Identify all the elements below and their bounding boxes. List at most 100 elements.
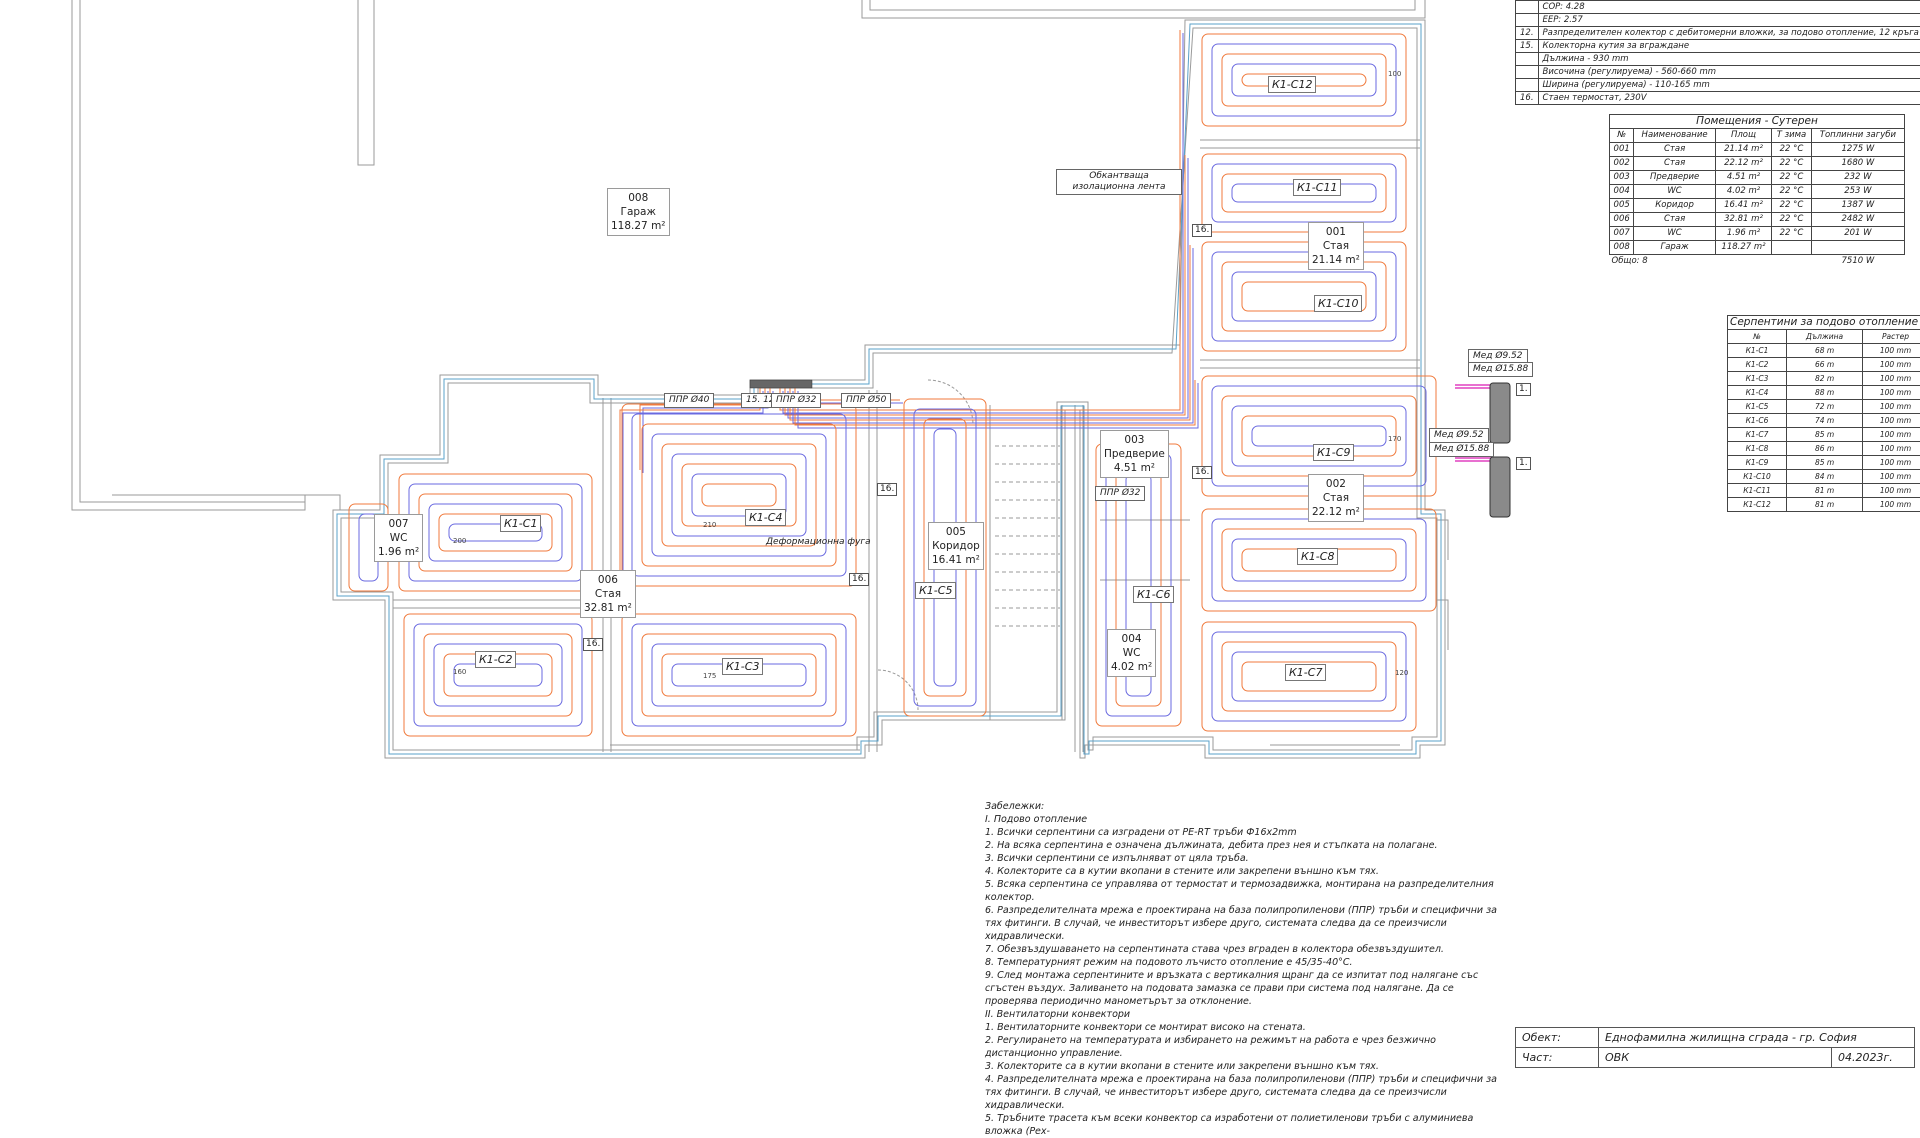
partition — [1075, 405, 1083, 752]
room-name: Стая — [1312, 491, 1360, 505]
equipment-no: 15. — [1516, 40, 1539, 53]
table-cell: 004 — [1610, 185, 1634, 199]
pipe-label-ppr50: ППР Ø50 — [841, 393, 891, 408]
equipment-no: 12. — [1516, 27, 1539, 40]
table-cell: 100 mm — [1863, 428, 1920, 442]
partition — [393, 600, 603, 608]
table-cell: 22 °C — [1772, 227, 1812, 241]
coil-tag-c2: К1-С2 — [475, 651, 516, 668]
equipment-text: Колекторна кутия за вграждане — [1538, 40, 1920, 53]
coil-loop — [414, 624, 582, 726]
drawing-stage: 008 Гараж 118.27 m² 001 Стая 21.14 m² 00… — [0, 0, 1920, 1080]
equipment-text: Стаен термостат, 230V — [1538, 92, 1920, 105]
room-name: Коридор — [932, 539, 980, 553]
equipment-no — [1516, 14, 1539, 27]
room-area: 22.12 m² — [1312, 505, 1360, 519]
note-line: 6. Разпределителната мрежа е проектирана… — [985, 904, 1505, 943]
equipment-text: Височина (регулируема) - 560-660 mm — [1538, 66, 1920, 79]
note-line: 4. Колекторите са в кутии вкопани в стен… — [985, 865, 1505, 878]
table-cell: К1-С9 — [1728, 456, 1787, 470]
table-cell: 002 — [1610, 157, 1634, 171]
thermostat-ref: 16. — [1192, 466, 1212, 479]
heating-coils — [349, 34, 1436, 736]
table-cell: Стая — [1634, 213, 1715, 227]
room-name: Предверие — [1104, 447, 1165, 461]
coil-tag-c7: К1-С7 — [1285, 664, 1326, 681]
table-cell: К1-С10 — [1728, 470, 1787, 484]
table-cell: 22 °C — [1772, 199, 1812, 213]
room-name: Стая — [1312, 239, 1360, 253]
table-cell: 85 m — [1786, 456, 1862, 470]
equipment-text: Ширина (регулируема) - 110-165 mm — [1538, 79, 1920, 92]
room-area: 1.96 m² — [378, 545, 419, 559]
table-cell: 1.96 m² — [1715, 227, 1771, 241]
table-cell: WC — [1634, 227, 1715, 241]
table-cell: Коридор — [1634, 199, 1715, 213]
table-cell: 005 — [1610, 199, 1634, 213]
room-number: 001 — [1312, 225, 1360, 239]
room-number: 007 — [378, 517, 419, 531]
table-cell: 118.27 m² — [1715, 241, 1771, 255]
table-cell: 22 °C — [1772, 143, 1812, 157]
coil-loop — [409, 484, 582, 581]
coil-loop — [632, 414, 846, 576]
rooms-table-total: Общо: 8 7510 W — [1610, 255, 1905, 269]
room-area: 4.51 m² — [1104, 461, 1165, 475]
table-cell: 81 m — [1786, 498, 1862, 512]
table-cell: 100 mm — [1863, 386, 1920, 400]
thermostat-ref: 16. — [877, 483, 897, 496]
collector-box — [750, 380, 812, 388]
room-number: 003 — [1104, 433, 1165, 447]
garage-wall — [72, 0, 380, 510]
table-cell: 100 mm — [1863, 372, 1920, 386]
note-line: 2. На всяка серпентина е означена дължин… — [985, 839, 1505, 852]
fan-coil-ref: 1. — [1516, 457, 1531, 470]
coil-loop — [662, 444, 816, 546]
room-name: Гараж — [611, 205, 666, 219]
note-line: 7. Обезвъздушаването на серпентината ста… — [985, 943, 1505, 956]
room-number: 005 — [932, 525, 980, 539]
table-cell: Предверие — [1634, 171, 1715, 185]
rooms-header-cell: № — [1610, 129, 1634, 143]
table-cell: 4.02 m² — [1715, 185, 1771, 199]
partition — [1100, 520, 1190, 580]
coils-table-title: Серпентини за подово отопление - Колекто… — [1728, 316, 1920, 330]
room-tag-003: 003 Предверие 4.51 m² — [1100, 430, 1169, 478]
room-number: 002 — [1312, 477, 1360, 491]
table-cell: К1-С3 — [1728, 372, 1787, 386]
feed-pipe — [783, 33, 1183, 413]
room-tag-006: 006 Стая 32.81 m² — [580, 570, 636, 618]
dimension-label: 200 — [453, 537, 466, 545]
coil-loop — [1202, 242, 1406, 351]
table-cell: 66 m — [1786, 358, 1862, 372]
coil-tag-c6: К1-С6 — [1133, 586, 1174, 603]
table-cell: 006 — [1610, 213, 1634, 227]
coil-loop — [404, 614, 592, 736]
table-cell: 4.51 m² — [1715, 171, 1771, 185]
thermostat-ref: 16. — [849, 573, 869, 586]
fan-coil-unit-1 — [1490, 383, 1510, 443]
note-line: 9. След монтажа серпентините и връзката … — [985, 969, 1505, 1008]
coil-loop — [652, 644, 826, 706]
equipment-no — [1516, 66, 1539, 79]
table-cell: 100 mm — [1863, 498, 1920, 512]
coil-tag-c3: К1-С3 — [722, 658, 763, 675]
thermostat-ref: 16. — [583, 638, 603, 651]
note-line: 8. Температурният режим на подовото лъчи… — [985, 956, 1505, 969]
equipment-row: 15.Колекторна кутия за вграждане — [1516, 40, 1920, 53]
coil-loop — [399, 474, 592, 591]
equipment-no — [1516, 1, 1539, 14]
coil-loop — [622, 404, 856, 586]
